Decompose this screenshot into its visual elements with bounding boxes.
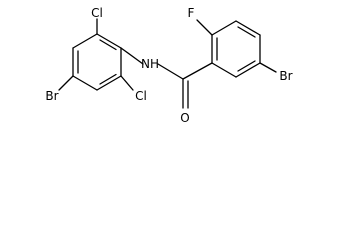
bond-to-br-left	[58, 75, 74, 91]
bond	[72, 33, 98, 49]
bond	[235, 20, 261, 36]
bond-nh-carbonyl	[157, 63, 184, 80]
atom-cl-bottom: Cl	[135, 89, 147, 103]
bond-double-inner	[99, 73, 117, 85]
bond	[211, 62, 237, 78]
bond-to-cl-bottom	[120, 75, 134, 91]
atom-br-right: Br	[279, 69, 292, 83]
bond	[96, 75, 122, 91]
bond-to-br-right	[259, 62, 277, 73]
atom-nh: NH	[141, 57, 159, 71]
atom-br-left: Br	[45, 89, 58, 103]
bond	[72, 75, 98, 91]
bond-double-inner	[237, 60, 256, 72]
bond-double-inner	[237, 26, 256, 38]
atom-cl-top: Cl	[91, 6, 103, 20]
bond	[96, 33, 122, 49]
atom-o: O	[180, 111, 189, 125]
bond	[211, 20, 237, 36]
bond-double-inner	[99, 39, 117, 51]
atom-f: F	[188, 6, 195, 20]
bond-carbonyl-ring	[182, 62, 213, 80]
bond-to-nh	[120, 47, 144, 65]
bond	[235, 62, 261, 78]
bond-to-f	[196, 19, 213, 36]
